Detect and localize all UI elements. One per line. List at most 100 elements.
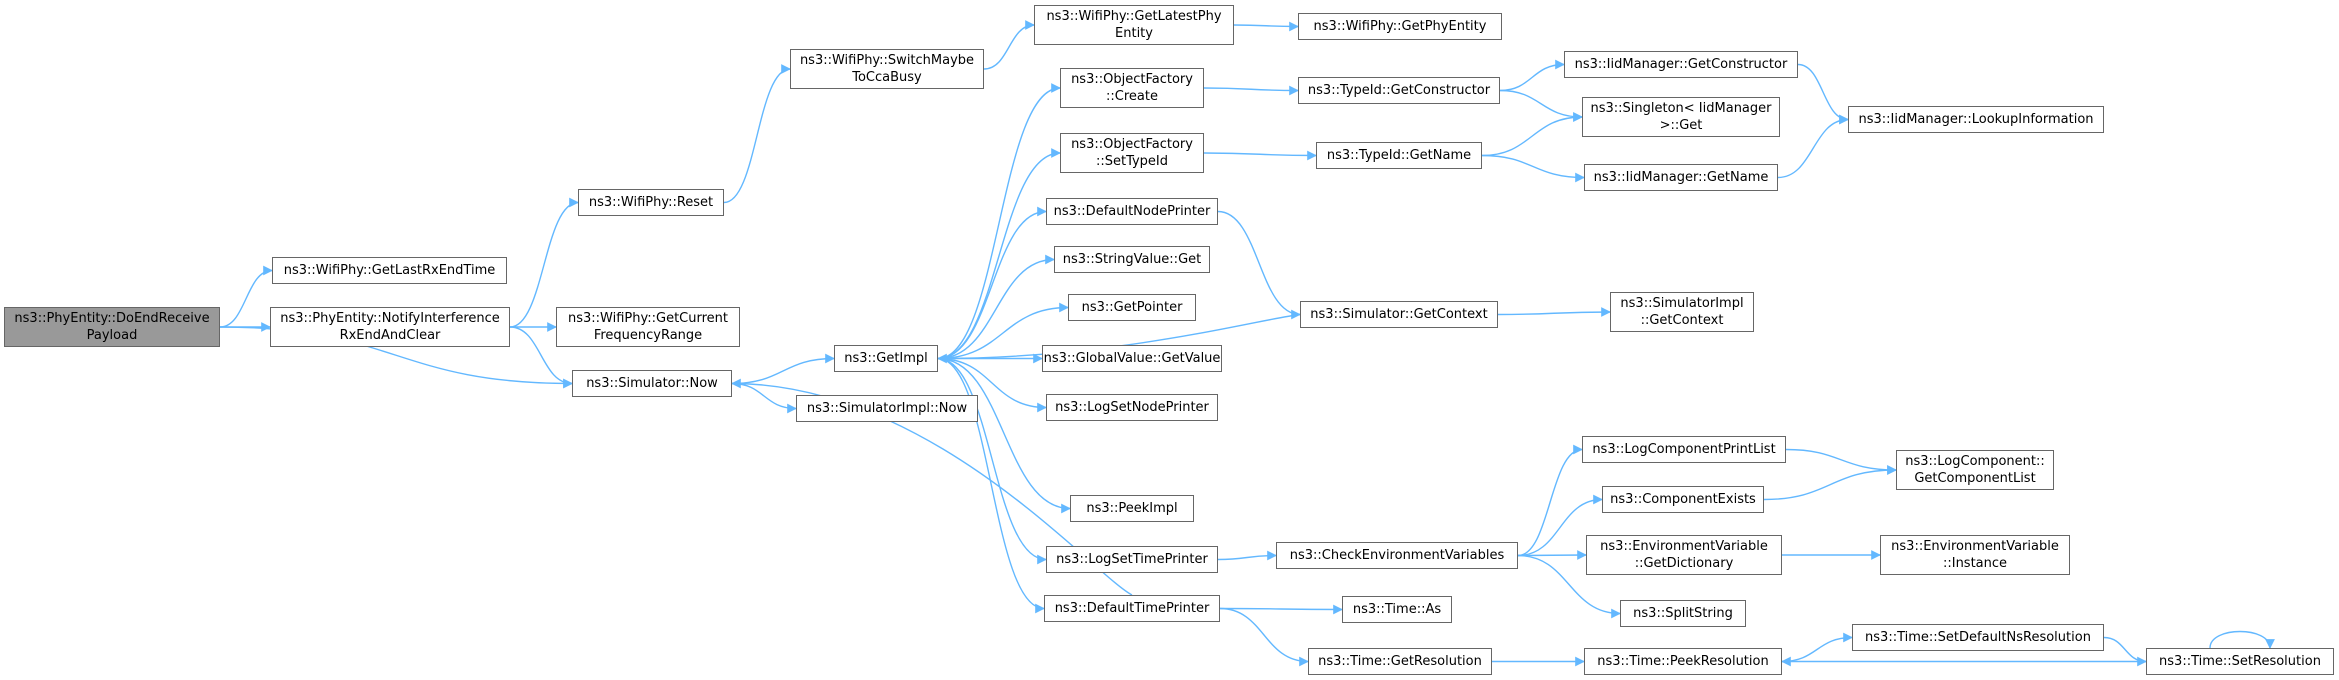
edge-check-environment-variables-to-component-exists [1517,494,1603,557]
edge-simulator-now-to-get-impl [731,353,835,385]
edge-object-factory-set-type-id-to-type-id-get-name [1203,150,1317,161]
node-simulator-get-context[interactable]: ns3::Simulator::GetContext [1300,301,1498,328]
node-simulator-impl-now[interactable]: ns3::SimulatorImpl::Now [796,395,978,422]
node-split-string[interactable]: ns3::SplitString [1620,600,1746,627]
node-log-set-time-printer[interactable]: ns3::LogSetTimePrinter [1046,546,1218,573]
node-label-line: ns3::WifiPhy::SwitchMaybe [799,53,975,68]
node-get-pointer[interactable]: ns3::GetPointer [1068,294,1196,321]
edge-simulator-now-to-simulator-impl-now [731,382,797,414]
node-label-line: ns3::Time::PeekResolution [1597,654,1769,669]
edge-default-time-printer-to-time-as [1219,604,1343,615]
node-wifiphy-reset[interactable]: ns3::WifiPhy::Reset [578,189,724,216]
edge-get-impl-to-log-set-node-printer [937,357,1047,413]
node-label-line: ns3::IidManager::LookupInformation [1858,112,2094,127]
node-label-line: ns3::GlobalValue::GetValue [1043,351,1221,366]
node-label-line: ns3::TypeId::GetConstructor [1307,83,1491,98]
edge-get-impl-to-peek-impl [937,357,1071,514]
edge-default-time-printer-to-simulator-now [731,378,1133,596]
node-singleton-iid-manager-get[interactable]: ns3::Singleton< IidManager>::Get [1582,97,1780,137]
node-label-line: GetComponentList [1914,471,2036,486]
edge-check-environment-variables-to-environment-variable-get-dictionary [1517,550,1587,560]
edge-get-impl-to-get-pointer [937,302,1069,360]
node-get-phy-entity[interactable]: ns3::WifiPhy::GetPhyEntity [1298,13,1502,40]
node-type-id-get-name[interactable]: ns3::TypeId::GetName [1316,142,1482,169]
node-label-line: Payload [86,328,138,343]
node-label-line: ns3::SimulatorImpl::Now [806,401,968,416]
node-log-set-node-printer[interactable]: ns3::LogSetNodePrinter [1046,394,1218,421]
node-time-set-resolution[interactable]: ns3::Time::SetResolution [2146,648,2334,675]
edge-get-impl-to-object-factory-create [937,83,1061,360]
node-global-value-get-value[interactable]: ns3::GlobalValue::GetValue [1042,345,1222,372]
node-get-last-rx-end-time[interactable]: ns3::WifiPhy::GetLastRxEndTime [272,257,507,284]
node-time-as[interactable]: ns3::Time::As [1342,596,1452,623]
node-time-peek-resolution[interactable]: ns3::Time::PeekResolution [1584,648,1782,675]
node-label-line: ns3::SimulatorImpl [1620,296,1744,311]
node-label-line: ns3::SplitString [1633,606,1733,621]
edge-log-component-print-list-to-log-component-get-component-list [1785,448,1897,475]
edge-time-peek-resolution-to-time-set-default-ns-resolution [1781,632,1853,663]
node-label-line: ::GetContext [1640,313,1724,328]
node-get-impl[interactable]: ns3::GetImpl [834,345,938,372]
node-component-exists[interactable]: ns3::ComponentExists [1602,486,1764,513]
node-label-line: ns3::PeekImpl [1086,501,1178,516]
node-log-component-get-component-list[interactable]: ns3::LogComponent::GetComponentList [1896,450,2054,490]
node-label-line: ::SetTypeId [1095,154,1169,169]
edge-default-node-printer-to-simulator-get-context [1217,210,1301,320]
node-label-line: ns3::LogSetTimePrinter [1056,552,1208,567]
node-label-line: ns3::Time::As [1352,602,1442,617]
node-environment-variable-instance[interactable]: ns3::EnvironmentVariable::Instance [1880,535,2070,575]
node-environment-variable-get-dictionary[interactable]: ns3::EnvironmentVariable::GetDictionary [1586,535,1782,575]
node-iid-manager-lookup-information[interactable]: ns3::IidManager::LookupInformation [1848,106,2104,133]
edge-iid-manager-get-name-to-iid-manager-lookup-information [1777,114,1849,179]
node-simulator-impl-get-context[interactable]: ns3::SimulatorImpl::GetContext [1610,292,1754,332]
node-time-get-resolution[interactable]: ns3::Time::GetResolution [1308,648,1492,675]
node-string-value-get[interactable]: ns3::StringValue::Get [1054,246,1210,273]
node-log-component-print-list[interactable]: ns3::LogComponentPrintList [1582,436,1786,463]
node-label-line: ns3::PhyEntity::DoEndReceive [14,311,210,326]
edge-get-impl-to-log-set-time-printer [937,357,1047,565]
node-label-line: ns3::Time::SetResolution [2159,654,2321,669]
node-default-time-printer[interactable]: ns3::DefaultTimePrinter [1044,595,1220,622]
node-default-node-printer[interactable]: ns3::DefaultNodePrinter [1046,198,1218,225]
node-time-set-default-ns-resolution[interactable]: ns3::Time::SetDefaultNsResolution [1852,624,2104,651]
node-simulator-now[interactable]: ns3::Simulator::Now [572,370,732,397]
node-label-line: ns3::WifiPhy::GetLatestPhy [1046,9,1222,24]
edge-get-latest-phy-entity-to-get-phy-entity [1233,21,1299,32]
node-label-line: ns3::WifiPhy::Reset [588,195,714,210]
edge-notify-interference-to-wifiphy-reset [509,197,579,328]
node-label-line: ns3::IidManager::GetName [1593,170,1769,185]
node-peek-impl[interactable]: ns3::PeekImpl [1070,495,1194,522]
edge-default-time-printer-to-time-get-resolution [1219,607,1309,667]
edge-check-environment-variables-to-split-string [1517,554,1621,619]
node-label-line: ns3::GetPointer [1081,300,1183,315]
node-object-factory-set-type-id[interactable]: ns3::ObjectFactory::SetTypeId [1060,133,1204,173]
node-type-id-get-constructor[interactable]: ns3::TypeId::GetConstructor [1298,77,1500,104]
node-label-line: ns3::WifiPhy::GetLastRxEndTime [283,263,496,278]
edge-get-impl-to-default-node-printer [937,206,1047,360]
node-label-line: Entity [1115,26,1153,41]
edge-get-impl-to-default-time-printer [937,357,1045,614]
edge-log-set-time-printer-to-check-environment-variables [1217,550,1277,561]
edge-type-id-get-name-to-iid-manager-get-name [1481,154,1585,183]
node-label-line: ns3::WifiPhy::GetPhyEntity [1313,19,1487,34]
node-object-factory-create[interactable]: ns3::ObjectFactory::Create [1060,68,1204,108]
node-check-environment-variables[interactable]: ns3::CheckEnvironmentVariables [1276,542,1518,569]
edge-type-id-get-name-to-singleton-iid-manager-get [1481,112,1583,157]
node-label-line: ns3::LogComponentPrintList [1592,442,1776,457]
node-iid-manager-get-name[interactable]: ns3::IidManager::GetName [1584,164,1778,191]
edge-check-environment-variables-to-log-component-print-list [1517,444,1583,557]
node-iid-manager-get-constructor[interactable]: ns3::IidManager::GetConstructor [1564,51,1798,78]
node-label-line: ns3::DefaultNodePrinter [1053,204,1211,219]
node-label-line: ns3::LogComponent:: [1905,454,2045,469]
edge-get-impl-to-string-value-get [937,254,1055,360]
node-label-line: ns3::Time::SetDefaultNsResolution [1865,630,2091,645]
node-label-line: ::Create [1106,89,1158,104]
edge-time-set-default-ns-resolution-to-time-set-resolution [2103,636,2147,667]
edge-type-id-get-constructor-to-singleton-iid-manager-get [1499,89,1583,122]
